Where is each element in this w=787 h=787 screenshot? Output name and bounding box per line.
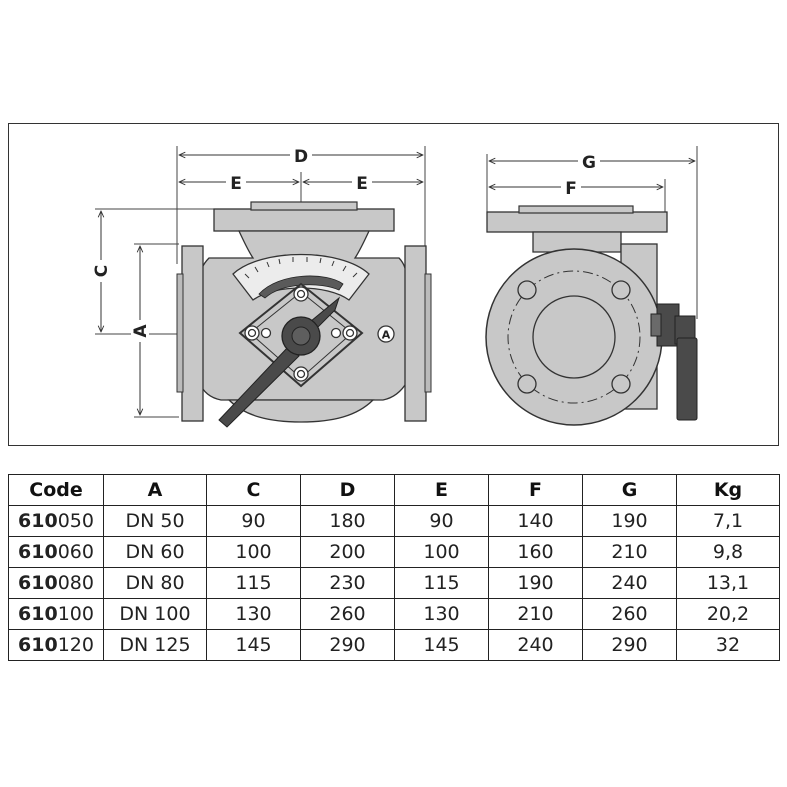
cell-kg: 20,2 bbox=[676, 598, 780, 630]
cell-d: 180 bbox=[300, 505, 395, 537]
col-header-e: E bbox=[394, 474, 489, 506]
dimensions-table: Code A C D E F G Kg 610050 DN 50 90 180 … bbox=[8, 474, 780, 661]
table-row: 610060 DN 60 100 200 100 160 210 9,8 bbox=[8, 536, 780, 568]
valve-side-view: G F bbox=[485, 146, 698, 426]
cell-f: 210 bbox=[488, 598, 583, 630]
col-header-a: A bbox=[103, 474, 207, 506]
valve-front-view: D E E C A bbox=[92, 146, 432, 428]
col-header-kg: Kg bbox=[676, 474, 780, 506]
left-flange bbox=[181, 245, 204, 422]
cell-d: 200 bbox=[300, 536, 395, 568]
table-row: 610120 DN 125 145 290 145 240 290 32 bbox=[8, 629, 780, 661]
cell-a: DN 50 bbox=[103, 505, 207, 537]
dim-label-f: F bbox=[565, 179, 577, 199]
cell-a: DN 80 bbox=[103, 567, 207, 599]
dim-label-e-left: E bbox=[230, 174, 242, 194]
cell-f: 140 bbox=[488, 505, 583, 537]
cell-g: 260 bbox=[582, 598, 677, 630]
col-header-code: Code bbox=[8, 474, 104, 506]
cell-f: 190 bbox=[488, 567, 583, 599]
table-row: 610100 DN 100 130 260 130 210 260 20,2 bbox=[8, 598, 780, 630]
cell-d: 230 bbox=[300, 567, 395, 599]
dim-label-e-right: E bbox=[356, 174, 368, 194]
code-suffix: 060 bbox=[57, 541, 94, 563]
code-prefix: 610 bbox=[18, 634, 58, 656]
dim-label-d: D bbox=[294, 147, 308, 167]
cell-kg: 13,1 bbox=[676, 567, 780, 599]
table-row: 610050 DN 50 90 180 90 140 190 7,1 bbox=[8, 505, 780, 537]
cell-code: 610060 bbox=[8, 536, 104, 568]
code-prefix: 610 bbox=[18, 510, 58, 532]
col-header-c: C bbox=[206, 474, 301, 506]
top-flange bbox=[213, 208, 395, 232]
cell-f: 240 bbox=[488, 629, 583, 661]
side-flange-bolt-holes bbox=[517, 280, 631, 394]
cell-g: 290 bbox=[582, 629, 677, 661]
cell-g: 240 bbox=[582, 567, 677, 599]
side-top-flange bbox=[486, 211, 668, 233]
cell-a: DN 100 bbox=[103, 598, 207, 630]
cell-c: 90 bbox=[206, 505, 301, 537]
side-handle-lever bbox=[676, 337, 698, 421]
cell-code: 610120 bbox=[8, 629, 104, 661]
cell-kg: 9,8 bbox=[676, 536, 780, 568]
code-suffix: 100 bbox=[57, 603, 94, 625]
port-marker-label: A bbox=[382, 329, 391, 342]
col-header-f: F bbox=[488, 474, 583, 506]
cell-e: 130 bbox=[394, 598, 489, 630]
col-header-g: G bbox=[582, 474, 677, 506]
cell-f: 160 bbox=[488, 536, 583, 568]
cell-g: 210 bbox=[582, 536, 677, 568]
cell-a: DN 60 bbox=[103, 536, 207, 568]
dim-label-c: C bbox=[92, 265, 112, 277]
cell-e: 115 bbox=[394, 567, 489, 599]
scale-arc bbox=[258, 275, 344, 299]
cell-kg: 32 bbox=[676, 629, 780, 661]
cell-code: 610080 bbox=[8, 567, 104, 599]
code-suffix: 050 bbox=[57, 510, 94, 532]
code-prefix: 610 bbox=[18, 541, 58, 563]
cell-a: DN 125 bbox=[103, 629, 207, 661]
col-header-d: D bbox=[300, 474, 395, 506]
cell-code: 610050 bbox=[8, 505, 104, 537]
table-header-row: Code A C D E F G Kg bbox=[8, 474, 780, 506]
code-suffix: 080 bbox=[57, 572, 94, 594]
code-prefix: 610 bbox=[18, 572, 58, 594]
cell-e: 145 bbox=[394, 629, 489, 661]
dim-label-g: G bbox=[582, 153, 596, 173]
code-prefix: 610 bbox=[18, 603, 58, 625]
cell-g: 190 bbox=[582, 505, 677, 537]
port-marker-circle bbox=[377, 325, 395, 343]
cell-c: 100 bbox=[206, 536, 301, 568]
cell-d: 290 bbox=[300, 629, 395, 661]
cell-e: 100 bbox=[394, 536, 489, 568]
cell-c: 115 bbox=[206, 567, 301, 599]
dim-label-a: A bbox=[131, 324, 151, 338]
cell-kg: 7,1 bbox=[676, 505, 780, 537]
code-suffix: 120 bbox=[57, 634, 94, 656]
cell-d: 260 bbox=[300, 598, 395, 630]
mounting-bolt-holes bbox=[244, 286, 358, 382]
table-row: 610080 DN 80 115 230 115 190 240 13,1 bbox=[8, 567, 780, 599]
cell-c: 130 bbox=[206, 598, 301, 630]
technical-drawing: D E E C A bbox=[8, 123, 779, 446]
right-flange bbox=[404, 245, 427, 422]
side-bore bbox=[532, 295, 616, 379]
cell-code: 610100 bbox=[8, 598, 104, 630]
cell-c: 145 bbox=[206, 629, 301, 661]
cell-e: 90 bbox=[394, 505, 489, 537]
